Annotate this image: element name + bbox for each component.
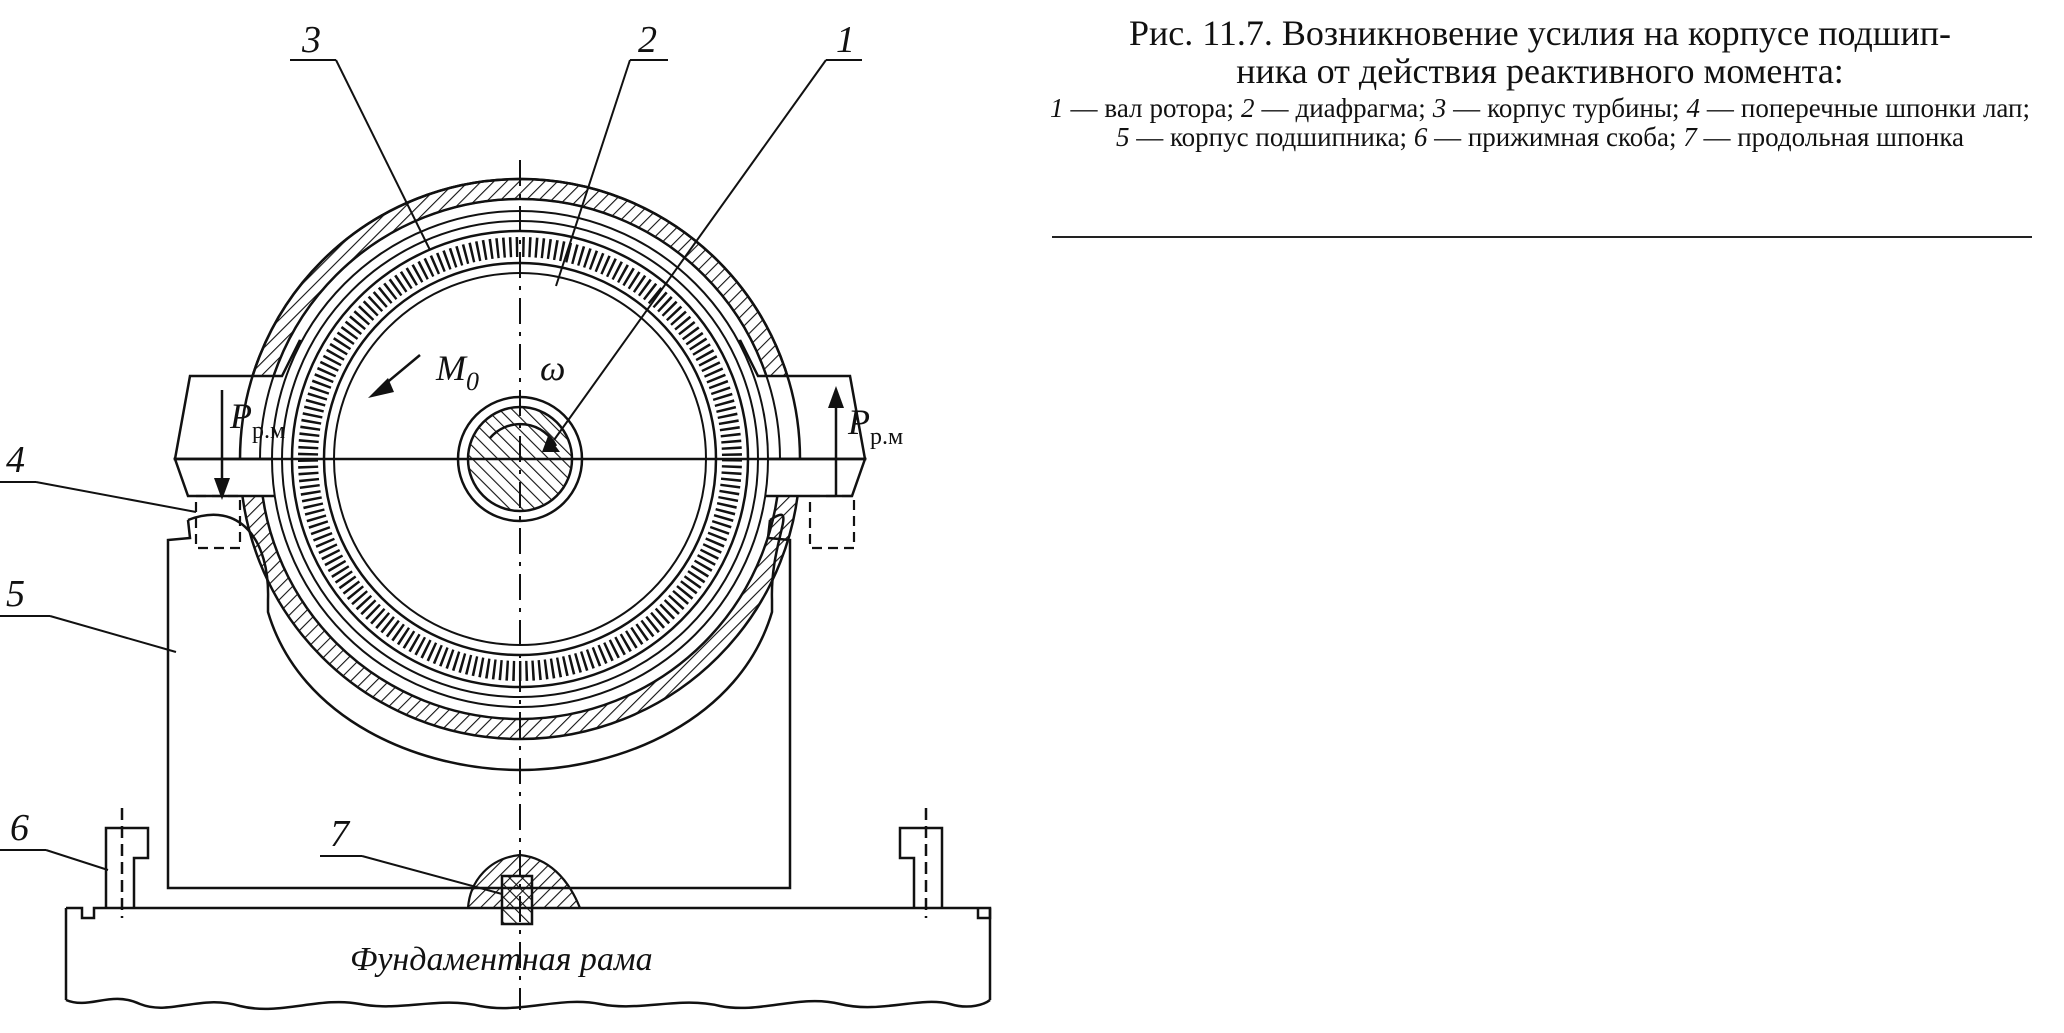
foundation-frame-label: Фундаментная рама xyxy=(350,941,653,978)
foundation-frame xyxy=(64,906,992,1011)
bearing-diagram: 1 2 3 4 5 6 7 M0 ω Pр.м Pр.м Фундаментна… xyxy=(0,0,1010,1033)
caption-title: Рис. 11.7. Возникновение усилия на корпу… xyxy=(1050,14,2030,90)
legend-num-1: 1 xyxy=(1050,93,1064,123)
force-arrow-right xyxy=(828,386,844,496)
rotation-arrow xyxy=(489,422,560,452)
legend-text-1: — вал ротора; xyxy=(1063,93,1242,123)
legend-num-2: 2 xyxy=(1241,93,1255,123)
caption-divider xyxy=(1052,236,2032,238)
callout-4: 4 xyxy=(6,439,25,481)
legend-num-6: 6 xyxy=(1413,122,1428,152)
callout-7: 7 xyxy=(330,813,351,855)
caption-legend: 1 — вал ротора; 2 — диафрагма; 3 — корпу… xyxy=(1050,94,2030,152)
legend-num-5: 5 xyxy=(1115,122,1130,152)
caption-title-line1: Рис. 11.7. Возникновение усилия на корпу… xyxy=(1128,13,1952,53)
callout-2: 2 xyxy=(638,19,657,61)
legend-text-6: — прижимная скоба; xyxy=(1427,122,1684,152)
callout-leaders xyxy=(0,59,862,895)
legend-num-7: 7 xyxy=(1683,122,1697,152)
longitudinal-key xyxy=(466,853,582,926)
transverse-key-right xyxy=(808,494,856,550)
moment-label: M0 xyxy=(435,348,479,396)
moment-arrow xyxy=(368,354,421,398)
callout-1: 1 xyxy=(836,19,855,61)
callout-3: 3 xyxy=(301,19,321,61)
legend-text-2: — диафрагма; xyxy=(1254,93,1433,123)
figure-caption: Рис. 11.7. Возникновение усилия на корпу… xyxy=(1050,14,2030,152)
transverse-key-left xyxy=(194,494,242,550)
caption-title-line2: ника от действия реактивного момента: xyxy=(1236,51,1844,91)
force-label-left: Pр.м xyxy=(229,396,285,444)
legend-text-5: — корпус подшипника; xyxy=(1129,122,1414,152)
hold-down-clip-right xyxy=(898,808,944,918)
diagram-svg: 1 2 3 4 5 6 7 M0 ω Pр.м Pр.м Фундаментна… xyxy=(0,19,992,1011)
hold-down-clip-left xyxy=(104,808,150,918)
legend-num-3: 3 xyxy=(1432,93,1447,123)
legend-text-4: — попе­речные шпонки лап; xyxy=(1699,93,2030,123)
omega-label: ω xyxy=(540,348,565,388)
force-arrow-left xyxy=(214,390,230,500)
legend-text-3: — корпус турбины; xyxy=(1446,93,1687,123)
legend-num-4: 4 xyxy=(1686,93,1700,123)
legend-text-7: — продольная шпонка xyxy=(1696,122,1965,152)
callout-5: 5 xyxy=(6,573,25,615)
callout-6: 6 xyxy=(10,807,29,849)
force-label-right: Pр.м xyxy=(847,402,903,450)
